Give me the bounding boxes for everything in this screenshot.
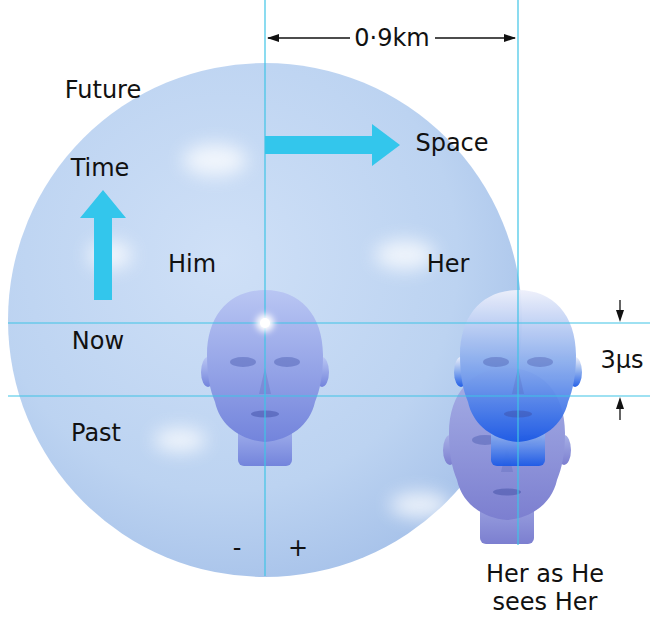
axis-label: Now [72,327,124,355]
time-arrow [80,190,126,300]
distance-label: 0·9km [354,24,429,52]
axis-label: Past [71,419,121,447]
sign-label: - [233,534,242,562]
axis-label: Space [415,129,488,157]
now-point [260,318,270,328]
now-glow [256,314,274,332]
person-label: Him [168,250,216,278]
axis-label: Future [65,76,141,104]
time-dimension-label: 3μs [600,346,643,374]
space-arrow [265,124,400,166]
sign-label: + [288,534,308,562]
grid-lines [8,0,650,576]
sphere-highlights [88,144,450,518]
caption-label: Her as He sees Her [475,560,615,616]
axis-label: Time [71,154,130,182]
person-label: Her [427,250,470,278]
